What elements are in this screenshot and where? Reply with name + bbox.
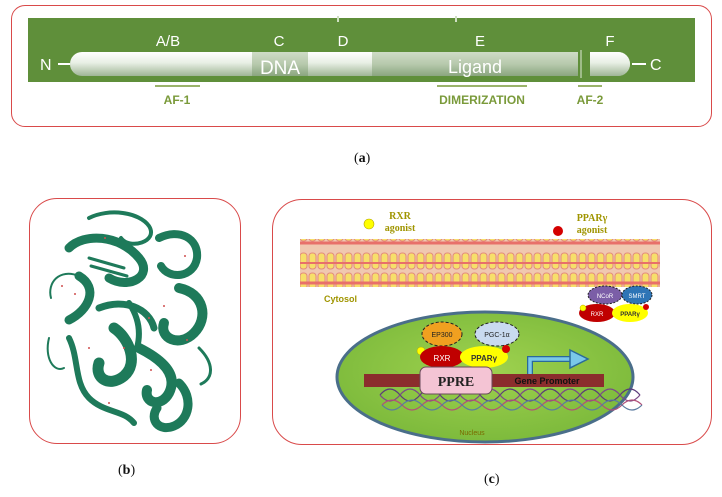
protein-ribbon-structure <box>46 210 212 432</box>
domain-label-ab: A/B <box>156 33 180 50</box>
rxr-node <box>420 346 464 368</box>
dna-label: DNA <box>260 58 300 79</box>
cytosol-label: Cytosol <box>324 294 357 304</box>
pgc1a-label: PGC-1α <box>484 332 509 339</box>
dna-strand <box>379 388 643 411</box>
dimerization-label: DIMERIZATION <box>439 93 525 107</box>
domain-label-e: E <box>475 33 485 50</box>
rxr-small-node <box>579 304 615 322</box>
caption-c: (c) <box>484 472 500 487</box>
ppar-small-node <box>612 304 648 322</box>
ppre-box <box>419 366 493 395</box>
rxr-small-label: RXR <box>591 312 604 318</box>
ligand-binding-region <box>372 52 578 76</box>
gene-promoter-label: Gene Promoter <box>514 376 580 386</box>
caption-a: (a) <box>354 151 371 166</box>
af2-label: AF-2 <box>577 93 604 107</box>
ppar-agonist-dot <box>553 226 563 236</box>
rxr-label: RXR <box>434 354 451 363</box>
rxr-agonist-label-1: RXR <box>389 211 411 222</box>
ppar-agonist-label-1: PPARγ <box>577 213 608 224</box>
domain-label-c: C <box>274 33 285 50</box>
dna-binding-region <box>252 52 308 76</box>
ppre-label: PPRE <box>438 375 475 390</box>
caption-b: (b) <box>118 463 136 478</box>
domain-label-d: D <box>338 33 349 50</box>
ppar-label: PPARγ <box>471 354 498 363</box>
c-terminus-label: C <box>650 57 662 74</box>
panel-a-domain-diagram: N C A/B C D E F DNA Ligand AF-1 DIMERIZA… <box>28 16 695 107</box>
pgc1a-node <box>474 321 520 347</box>
af1-label: AF-1 <box>164 93 191 107</box>
n-terminus-label: N <box>40 57 52 74</box>
ep300-label: EP300 <box>431 332 452 339</box>
ppar-agonist-label-2: agonist <box>577 225 608 236</box>
ligand-label: Ligand <box>448 57 502 77</box>
rxr-agonist-dot <box>363 218 375 230</box>
ppar-small-label: PPARγ <box>620 312 640 318</box>
smrt-label: SMRT <box>629 294 646 300</box>
panel-c-signaling-diagram: RXR agonist PPARγ agonist Cytosol NCoR S… <box>300 211 660 444</box>
rxr-agonist-label-2: agonist <box>385 223 416 234</box>
nucleus-label: Nucleus <box>459 430 485 437</box>
ppar-node <box>460 346 508 368</box>
ncor-label: NCoR <box>597 294 614 300</box>
smrt-node <box>621 285 653 305</box>
cell-membrane <box>300 239 660 287</box>
domain-label-f: F <box>605 33 614 50</box>
